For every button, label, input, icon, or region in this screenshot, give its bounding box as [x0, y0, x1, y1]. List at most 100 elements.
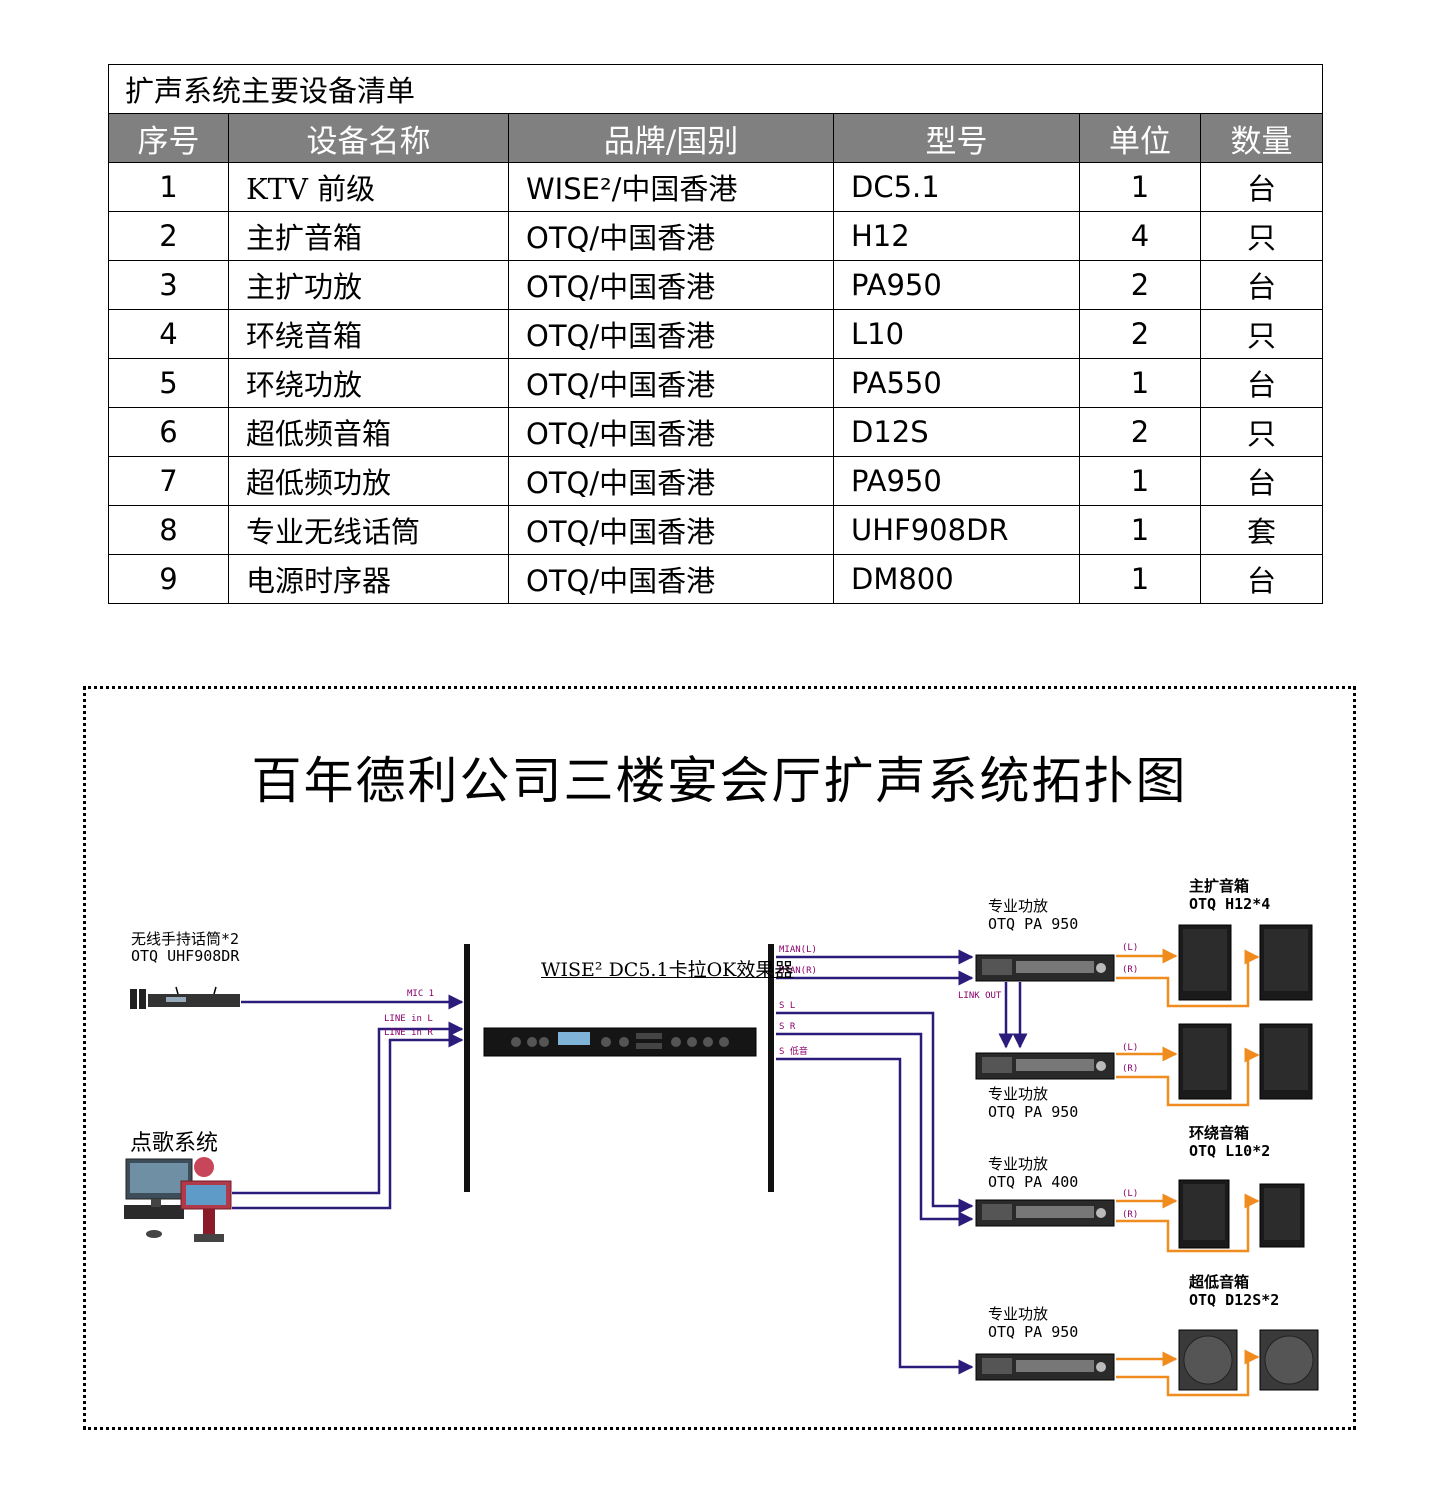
- cell-brand: OTQ/中国香港: [508, 309, 834, 359]
- subwoofer-2: [1259, 1329, 1319, 1391]
- input-label-line-l: LINE in L: [384, 1014, 433, 1024]
- cell-model: PA950: [833, 260, 1080, 310]
- cell-model: PA950: [833, 456, 1080, 506]
- main-speaker-label-2: OTQ H12*4: [1189, 895, 1271, 913]
- ch-l-3: (L): [1122, 1189, 1138, 1199]
- cell-name: 电源时序器: [228, 554, 509, 604]
- cell-qty: 2: [1079, 260, 1201, 310]
- cell-unit: 台: [1199, 260, 1324, 310]
- karaoke-station: [124, 1157, 232, 1242]
- header-model: 型号: [833, 113, 1080, 163]
- cell-brand: OTQ/中国香港: [508, 407, 834, 457]
- speaker-wires: [1116, 948, 1260, 1397]
- cell-unit: 只: [1199, 211, 1324, 261]
- main-speaker-2: [1259, 924, 1313, 1001]
- amp1-label-2: OTQ PA 950: [988, 915, 1079, 933]
- subwoofer-1: [1178, 1329, 1238, 1391]
- cell-brand: OTQ/中国香港: [508, 456, 834, 506]
- cell-model: PA550: [833, 358, 1080, 408]
- amp3-label-1: 专业功放: [988, 1155, 1049, 1173]
- cell-name: 环绕功放: [228, 358, 509, 408]
- cell-brand: WISE²/中国香港: [508, 162, 834, 212]
- cell-no: 5: [108, 358, 229, 408]
- cell-qty: 1: [1079, 358, 1201, 408]
- cell-no: 4: [108, 309, 229, 359]
- processor-caption: WISE² DC5.1卡拉OK效果器: [541, 959, 794, 981]
- cell-brand: OTQ/中国香港: [508, 554, 834, 604]
- cell-brand: OTQ/中国香港: [508, 358, 834, 408]
- cell-unit: 只: [1199, 407, 1324, 457]
- output-signal-lines: [776, 949, 1028, 1375]
- link-out-label: LINK OUT: [958, 991, 1002, 1001]
- cell-qty: 1: [1079, 162, 1201, 212]
- cell-no: 3: [108, 260, 229, 310]
- cell-qty: 1: [1079, 505, 1201, 555]
- cell-name: 超低频功放: [228, 456, 509, 506]
- ch-l-2: (L): [1122, 1043, 1138, 1053]
- amp2-label-2: OTQ PA 950: [988, 1103, 1079, 1121]
- cell-unit: 套: [1199, 505, 1324, 555]
- cell-unit: 台: [1199, 456, 1324, 506]
- main-speaker-label-1: 主扩音箱: [1189, 877, 1250, 895]
- surround-speaker-label-1: 环绕音箱: [1189, 1124, 1250, 1142]
- cell-name: 主扩功放: [228, 260, 509, 310]
- amp4-label-1: 专业功放: [988, 1305, 1049, 1323]
- output-label-sl: S L: [779, 1001, 795, 1011]
- cell-unit: 台: [1199, 554, 1324, 604]
- cell-unit: 台: [1199, 162, 1324, 212]
- cell-name: 专业无线话筒: [228, 505, 509, 555]
- mic-label-2: OTQ UHF908DR: [131, 947, 240, 965]
- mic-label-1: 无线手持话筒*2: [131, 930, 240, 948]
- amplifier-3: [975, 1199, 1115, 1227]
- cell-no: 9: [108, 554, 229, 604]
- cell-qty: 4: [1079, 211, 1201, 261]
- cell-name: 环绕音箱: [228, 309, 509, 359]
- wireless-mic-device: [130, 986, 240, 1009]
- cell-no: 1: [108, 162, 229, 212]
- surround-speaker-2: [1259, 1183, 1305, 1248]
- cell-no: 6: [108, 407, 229, 457]
- output-label-main-l: MIAN(L): [779, 945, 817, 955]
- ch-r-3: (R): [1122, 1210, 1138, 1220]
- output-label-main-r: MIAN(R): [779, 966, 817, 976]
- cell-qty: 1: [1079, 554, 1201, 604]
- amp2-label-1: 专业功放: [988, 1085, 1049, 1103]
- ch-r-1: (R): [1122, 965, 1138, 975]
- header-qty: 数量: [1199, 113, 1324, 163]
- cell-no: 8: [108, 505, 229, 555]
- karaoke-processor: [483, 1027, 757, 1057]
- input-patch-bar: [464, 944, 470, 1192]
- cell-model: DC5.1: [833, 162, 1080, 212]
- amplifier-2: [975, 1052, 1115, 1080]
- cell-model: DM800: [833, 554, 1080, 604]
- main-speaker-1: [1178, 924, 1232, 1001]
- cell-no: 2: [108, 211, 229, 261]
- cell-brand: OTQ/中国香港: [508, 211, 834, 261]
- header-name: 设备名称: [228, 113, 509, 163]
- amp4-label-2: OTQ PA 950: [988, 1323, 1079, 1341]
- input-label-mic1: MIC 1: [407, 989, 434, 999]
- ch-l-1: (L): [1122, 943, 1138, 953]
- main-speaker-4: [1259, 1023, 1313, 1100]
- topology-diagram: 百年德利公司三楼宴会厅扩声系统拓扑图: [83, 686, 1356, 1430]
- cell-unit: 台: [1199, 358, 1324, 408]
- cell-no: 7: [108, 456, 229, 506]
- amplifier-1: [975, 954, 1115, 982]
- output-label-sub: S 低音: [779, 1045, 808, 1057]
- header-no: 序号: [108, 113, 229, 163]
- cell-name: 主扩音箱: [228, 211, 509, 261]
- karaoke-label: 点歌系统: [130, 1131, 219, 1156]
- amplifier-4: [975, 1353, 1115, 1381]
- amp3-label-2: OTQ PA 400: [988, 1173, 1079, 1191]
- cell-name: 超低频音箱: [228, 407, 509, 457]
- cell-qty: 2: [1079, 407, 1201, 457]
- cell-model: D12S: [833, 407, 1080, 457]
- table-title: 扩声系统主要设备清单: [107, 64, 1324, 114]
